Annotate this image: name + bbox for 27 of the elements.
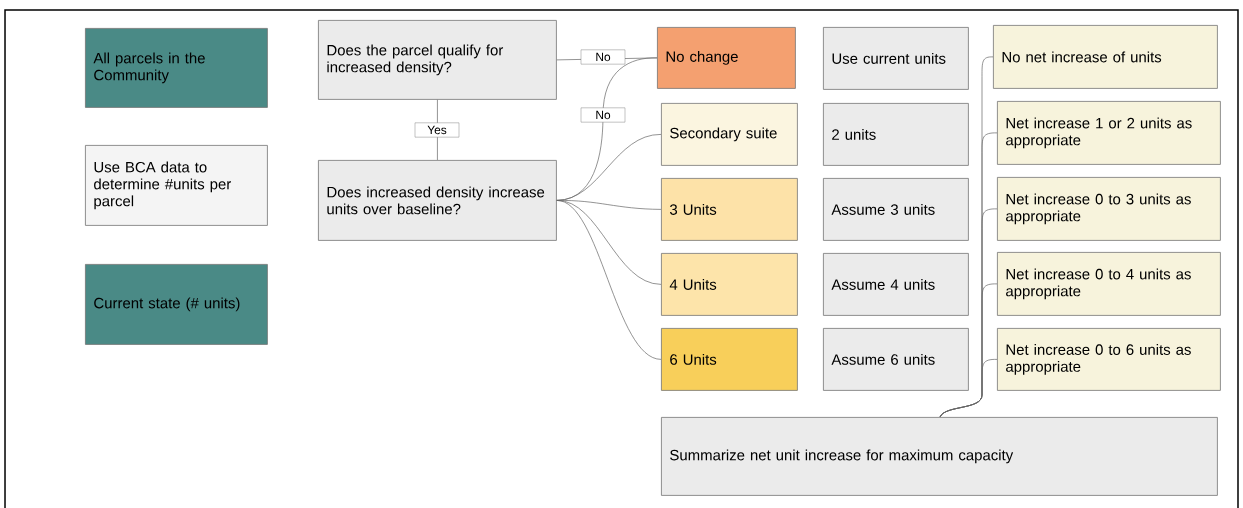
decision-box: Does increased density increase units over baseline? [318,160,557,241]
outcome-box: Assume 6 units [823,328,969,391]
edge-label: No [580,49,626,65]
process-box: Current state (# units) [85,264,268,345]
outcome-box: Summarize net unit increase for maximum capacity [661,417,1218,496]
connector [939,359,998,418]
connector [556,200,662,360]
outcome-box: Net increase 0 to 3 units as appropriate [997,177,1221,241]
outcome-box: Use current units [823,27,969,90]
outcome-box: Net increase 0 to 4 units as appropriate [997,252,1221,316]
outcome-box: 3 Units [661,178,798,241]
connector [556,134,662,201]
process-box: Use BCA data to determine #units per parcel [85,145,268,226]
outcome-box: 2 units [823,103,969,166]
outcome-box: Secondary suite [661,103,798,166]
outcome-box: Assume 4 units [823,253,969,316]
process-box: All parcels in the Community [85,28,268,108]
edge-label: No [580,107,626,123]
outcome-box: No net increase of units [993,25,1218,89]
decision-box: Does the parcel qualify for increased density? [318,20,557,100]
outcome-box: Net increase 1 or 2 units as appropriate [997,101,1221,165]
edge-label: Yes [414,122,460,138]
outcome-box: Net increase 0 to 6 units as appropriate [997,328,1221,391]
outcome-box: 4 Units [661,253,798,316]
outcome-box: Assume 3 units [823,178,969,241]
outcome-box: 6 Units [661,328,798,391]
outcome-box: No change [657,27,796,89]
